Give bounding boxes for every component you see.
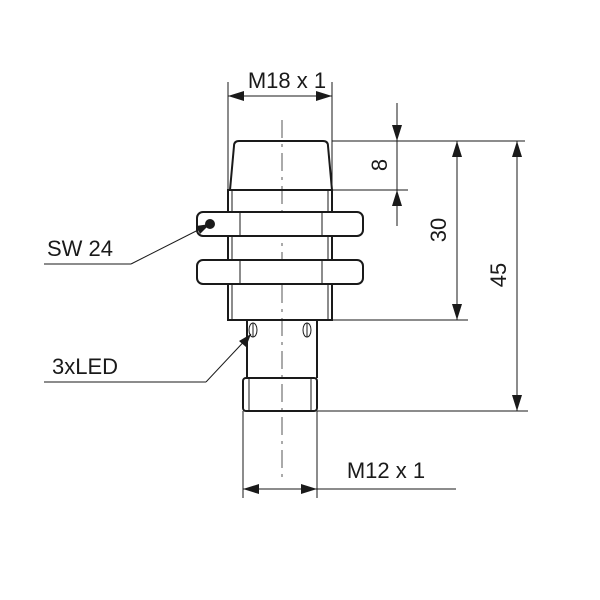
dim-45: 45: [486, 141, 522, 411]
label-45: 45: [486, 263, 511, 287]
sensor-body: [196, 140, 364, 412]
sensing-face: [228, 140, 334, 191]
lower-nut: [196, 259, 364, 285]
label-30: 30: [426, 218, 451, 242]
label-sw24: SW 24: [47, 236, 113, 261]
label-m18: M18 x 1: [248, 68, 326, 93]
label-8: 8: [367, 159, 392, 171]
threaded-barrel: [227, 189, 333, 321]
label-led: 3xLED: [52, 354, 118, 379]
led-window-left: [248, 322, 258, 338]
dim-30: 30: [426, 141, 462, 320]
led-window-right: [302, 322, 312, 338]
dim-m18: M18 x 1: [227, 68, 333, 190]
leader-sw24: SW 24: [44, 223, 211, 265]
m12-connector: [242, 377, 318, 412]
dim-8: 8: [367, 103, 402, 226]
upper-nut: [196, 211, 364, 237]
dim-m12: M12 x 1: [242, 411, 456, 498]
rear-housing: [246, 320, 318, 378]
label-m12: M12 x 1: [347, 458, 425, 483]
leader-led: 3xLED: [44, 333, 252, 383]
